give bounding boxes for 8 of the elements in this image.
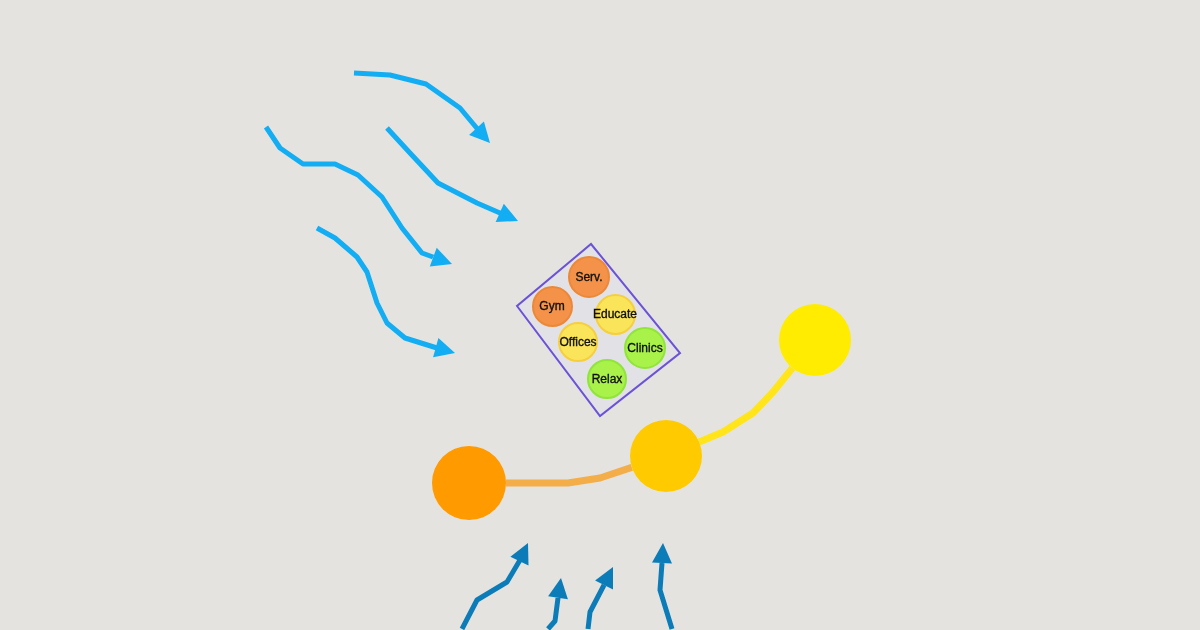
connector-line (697, 365, 796, 446)
node-label: Offices (559, 335, 597, 349)
node-label: Serv. (575, 270, 603, 284)
node-label: Relax (591, 372, 623, 386)
tilted-frame (516, 243, 681, 417)
node-label: Clinics (627, 341, 663, 355)
connector-line (506, 464, 633, 487)
node-label: Gym (539, 299, 565, 313)
